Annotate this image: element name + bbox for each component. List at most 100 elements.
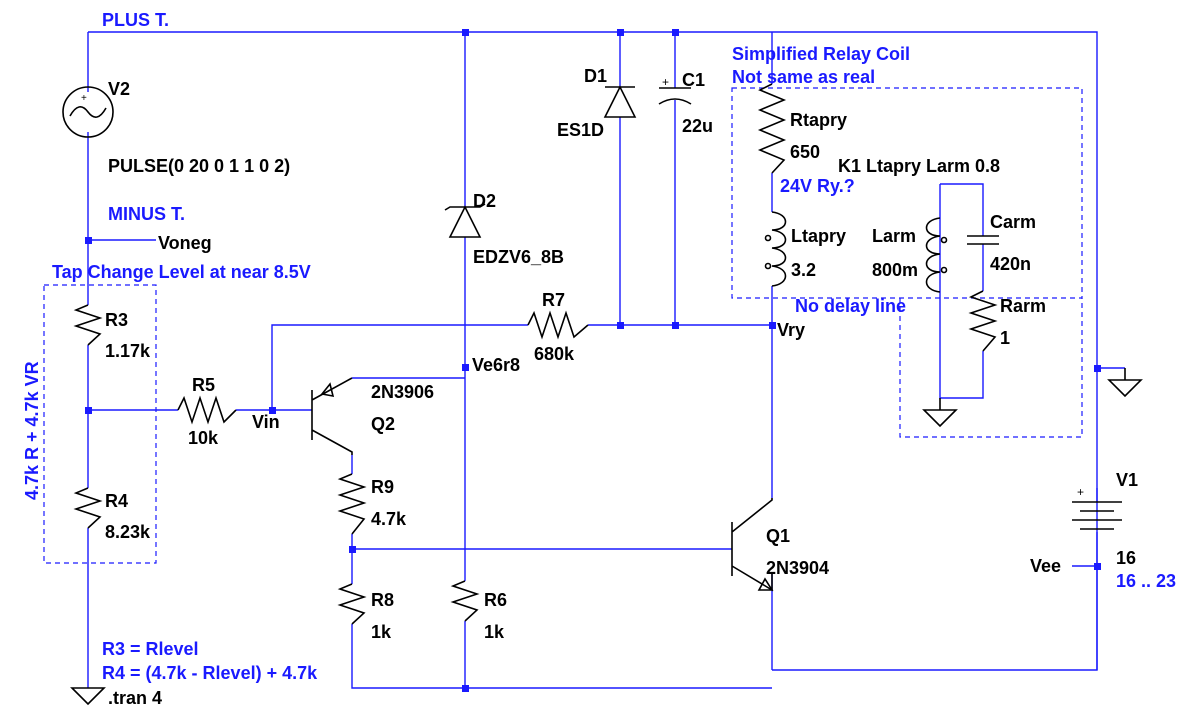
vee-net-label: Vee — [1030, 556, 1061, 576]
c1-capacitor: + — [658, 75, 692, 105]
q2-model: 2N3906 — [371, 382, 434, 402]
svg-text:+: + — [81, 93, 87, 104]
q2-pnp-transistor — [311, 377, 353, 455]
r3-resistor — [73, 304, 103, 346]
carm-name: Carm — [990, 212, 1036, 232]
r7-resistor — [527, 310, 589, 340]
larm-inductor — [925, 217, 948, 293]
relay-title-line1: Simplified Relay Coil — [732, 44, 910, 64]
r6-name: R6 — [484, 590, 507, 610]
ltapry-name: Ltapry — [791, 226, 846, 246]
ltapry-inductor — [764, 211, 787, 287]
svg-text:+: + — [662, 75, 669, 89]
r6-value: 1k — [484, 622, 505, 642]
q1-npn-transistor — [731, 498, 774, 592]
r4-name: R4 — [105, 491, 128, 511]
ve6r8-net-label: Ve6r8 — [472, 355, 520, 375]
vr-note: 4.7k R + 4.7k VR — [22, 361, 42, 500]
ltapry-value: 3.2 — [791, 260, 816, 280]
r5-value: 10k — [188, 428, 219, 448]
r9-name: R9 — [371, 477, 394, 497]
r7-name: R7 — [542, 290, 565, 310]
junction-dots — [85, 29, 1101, 692]
d2-zener — [444, 203, 486, 238]
wires — [87, 31, 1125, 689]
r9-resistor — [337, 473, 367, 535]
rarm-name: Rarm — [1000, 296, 1046, 316]
plus-net-label: PLUS T. — [102, 10, 169, 30]
ground-symbol — [1107, 368, 1143, 398]
v1-battery: + — [1072, 485, 1122, 530]
no-delay-note: No delay line — [795, 296, 906, 316]
r6-resistor — [450, 580, 480, 622]
c1-name: C1 — [682, 70, 705, 90]
r8-name: R8 — [371, 590, 394, 610]
junction-dot — [349, 546, 356, 553]
r7-value: 680k — [534, 344, 575, 364]
k1-directive: K1 Ltapry Larm 0.8 — [838, 156, 1000, 176]
v1-name: V1 — [1116, 470, 1138, 490]
ry-note: 24V Ry.? — [780, 176, 855, 196]
d2-name: D2 — [473, 191, 496, 211]
c1-value: 22u — [682, 116, 713, 136]
junction-dot — [85, 237, 92, 244]
junction-dot — [1094, 563, 1101, 570]
r4-resistor — [73, 487, 103, 529]
d1-diode — [603, 85, 637, 118]
q2-name: Q2 — [371, 414, 395, 434]
junction-dot — [672, 29, 679, 36]
relay-coil-box — [731, 87, 1083, 299]
vin-net-label: Vin — [252, 412, 280, 432]
r4-formula-note: R4 = (4.7k - Rlevel) + 4.7k — [102, 663, 318, 683]
rlevel-note: R3 = Rlevel — [102, 639, 199, 659]
junction-dot — [672, 322, 679, 329]
junction-dot — [85, 407, 92, 414]
labels: PLUS T. V2 PULSE(0 20 0 1 1 0 2) MINUS T… — [22, 10, 1176, 708]
rtapry-value: 650 — [790, 142, 820, 162]
v2-name: V2 — [108, 79, 130, 99]
v2-value: PULSE(0 20 0 1 1 0 2) — [108, 156, 290, 176]
r3-value: 1.17k — [105, 341, 151, 361]
r8-resistor — [337, 583, 367, 625]
r3-name: R3 — [105, 310, 128, 330]
rtapry-name: Rtapry — [790, 110, 847, 130]
junction-dot — [462, 685, 469, 692]
larm-name: Larm — [872, 226, 916, 246]
r5-name: R5 — [192, 375, 215, 395]
r9-value: 4.7k — [371, 509, 407, 529]
junction-dot — [269, 407, 276, 414]
tap-change-note: Tap Change Level at near 8.5V — [52, 262, 311, 282]
rarm-resistor — [968, 290, 998, 352]
armature-box — [899, 298, 1083, 438]
r8-value: 1k — [371, 622, 392, 642]
v1-value: 16 — [1116, 548, 1136, 568]
ground-symbol — [922, 398, 958, 428]
junction-dot — [769, 322, 776, 329]
d2-model: EDZV6_8B — [473, 247, 564, 267]
junction-dot — [462, 364, 469, 371]
svg-text:+: + — [1077, 485, 1084, 499]
rtapry-resistor — [757, 83, 787, 174]
ground-symbol — [70, 687, 106, 706]
junction-dot — [617, 29, 624, 36]
minus-net-label: MINUS T. — [108, 204, 185, 224]
d1-model: ES1D — [557, 120, 604, 140]
r5-resistor — [177, 395, 237, 425]
rarm-value: 1 — [1000, 328, 1010, 348]
junction-dot — [1094, 365, 1101, 372]
tran-directive: .tran 4 — [108, 688, 162, 708]
vry-net-label: Vry — [777, 320, 805, 340]
junction-dot — [617, 322, 624, 329]
carm-capacitor — [967, 235, 999, 245]
voneg-net-label: Voneg — [158, 233, 212, 253]
relay-title-line2: Not same as real — [732, 67, 875, 87]
r4-value: 8.23k — [105, 522, 151, 542]
junction-dot — [462, 29, 469, 36]
v2-source: + — [62, 86, 114, 138]
v1-step-value: 16 .. 23 — [1116, 571, 1176, 591]
d1-name: D1 — [584, 66, 607, 86]
q1-model: 2N3904 — [766, 558, 829, 578]
carm-value: 420n — [990, 254, 1031, 274]
larm-value: 800m — [872, 260, 918, 280]
